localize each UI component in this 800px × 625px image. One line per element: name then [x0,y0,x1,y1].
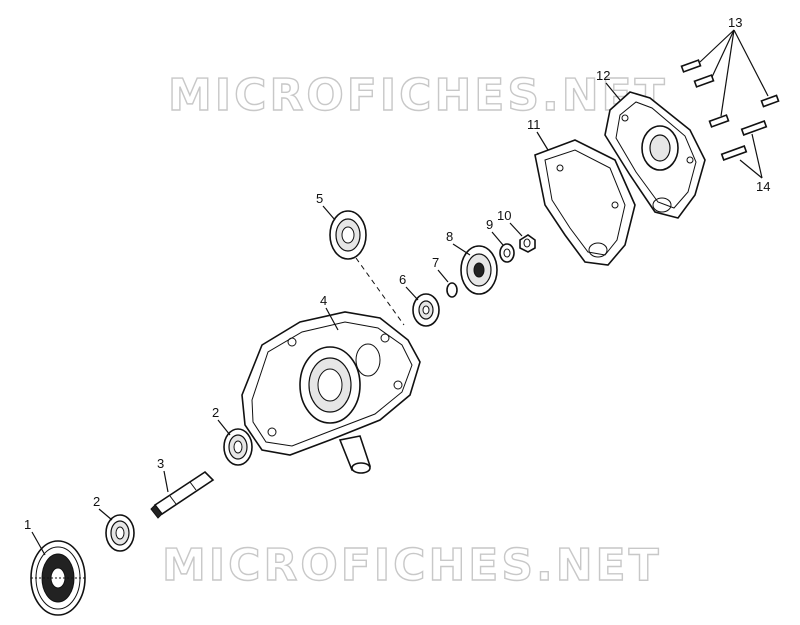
leader-lines [31,29,769,556]
part-gear [30,540,86,616]
part-nut [519,234,536,253]
watermark-top: MICROFICHES.NET [168,70,668,121]
callout-10: 10 [497,208,511,223]
callout-6: 6 [399,272,406,287]
callout-8: 8 [446,229,453,244]
callout-2-upper: 2 [212,405,219,420]
part-gasket [534,139,636,266]
callout-1: 1 [24,517,31,532]
callout-3: 3 [157,456,164,471]
watermark-bottom: MICROFICHES.NET [162,540,662,591]
callout-12: 12 [596,68,610,83]
part-bolts-13 [680,59,780,128]
part-bearing-upper [223,428,253,466]
callout-13: 13 [728,15,742,30]
part-ring [446,282,458,298]
part-seal [329,210,367,260]
part-bearing-lower [105,514,135,552]
callout-7: 7 [432,255,439,270]
part-washer [499,243,515,263]
part-bolts-14 [720,120,768,161]
part-impeller [460,245,498,295]
assembly-dashed-line [355,257,405,326]
callout-14: 14 [756,179,770,194]
part-cover [604,91,706,219]
callout-4: 4 [320,293,327,308]
callout-5: 5 [316,191,323,206]
callout-2-lower: 2 [93,494,100,509]
part-spacer [412,293,440,327]
part-shaft [150,470,215,519]
callout-9: 9 [486,217,493,232]
callout-11: 11 [527,117,541,132]
callout-numbers: 1 2 2 3 4 5 6 7 8 9 10 11 12 13 14 [24,15,770,532]
part-pump-housing [241,311,421,474]
